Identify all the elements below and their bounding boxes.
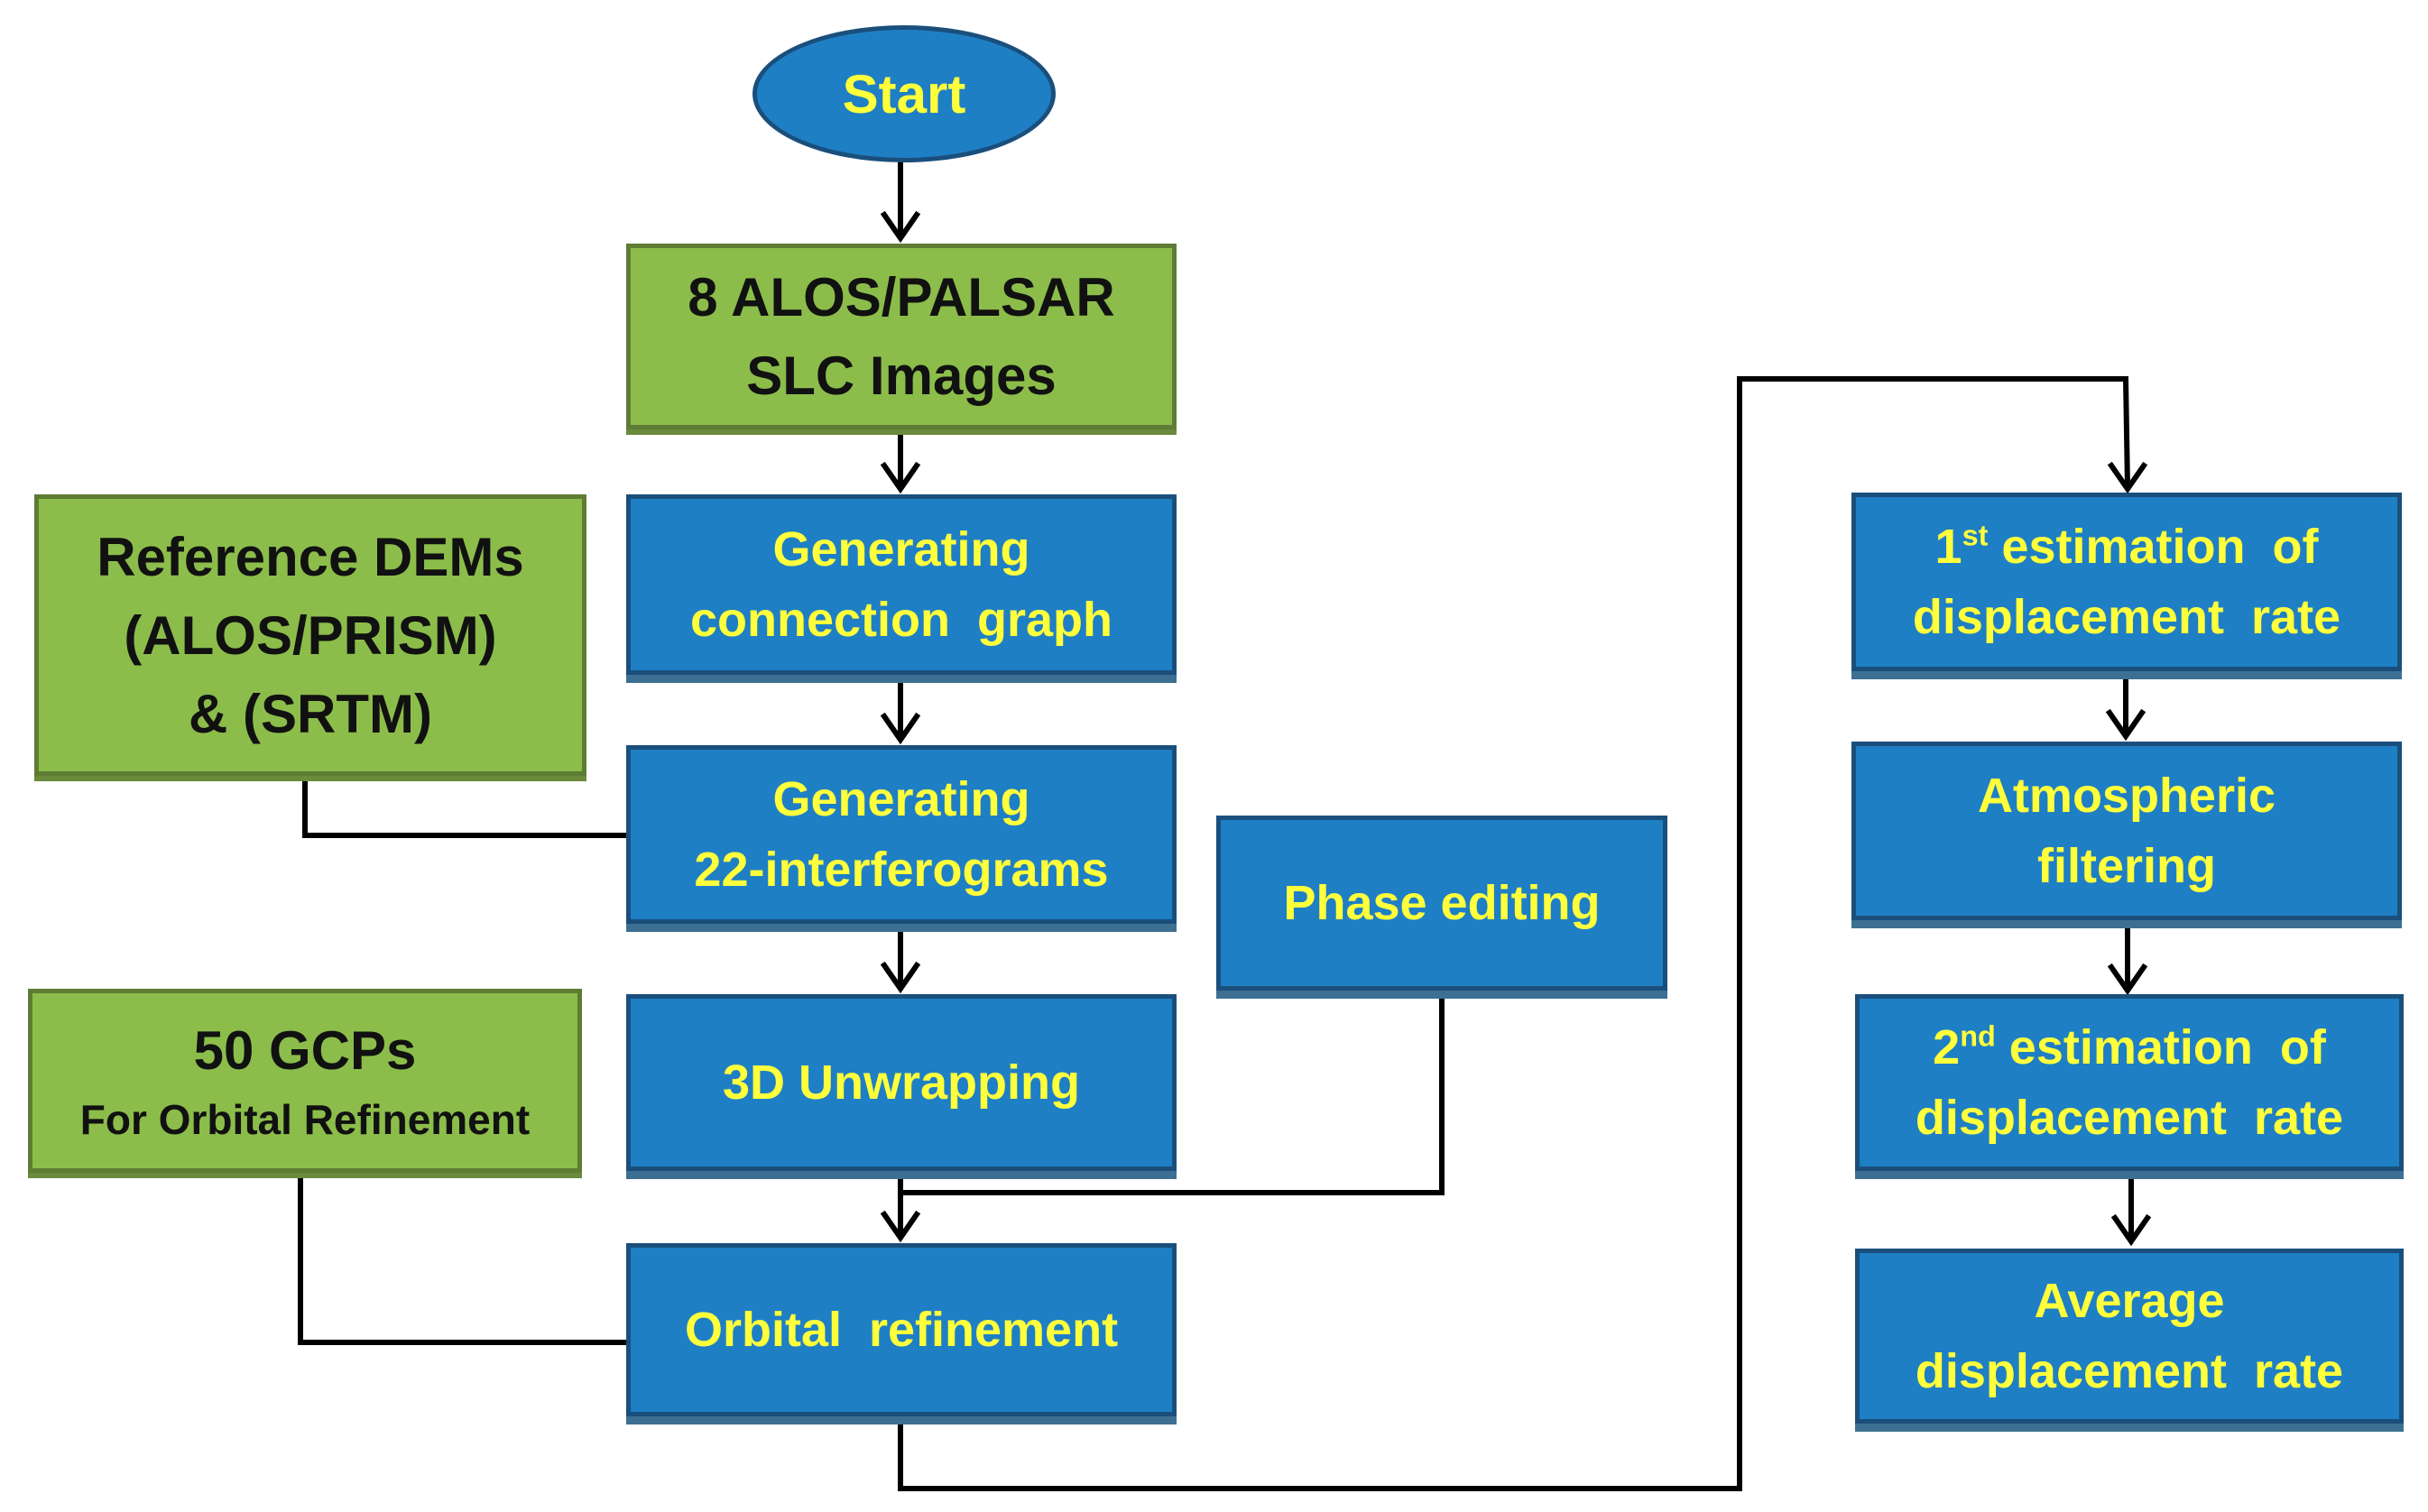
- arrowhead-est2: [2107, 963, 2148, 996]
- unwrapping-label: 3D Unwrapping: [722, 1055, 1080, 1110]
- arrowhead-estimation: [2107, 461, 2148, 494]
- first-estimation-line2: displacement rate: [1912, 590, 2341, 644]
- connection-graph-line1: Generating: [772, 521, 1030, 576]
- interferograms-line2: 22-interferograms: [694, 843, 1109, 897]
- arrowhead-orbital: [880, 1210, 921, 1243]
- arrowhead-slc: [880, 210, 921, 244]
- second-estimation-line1: 2nd estimation of: [1933, 1012, 2326, 1083]
- second-estimation-box: 2nd estimation of displacement rate: [1855, 994, 2404, 1171]
- start-node: Start: [752, 25, 1056, 162]
- second-estimation-rest: estimation of: [1995, 1019, 2326, 1074]
- gcp-line1: 50 GCPs: [193, 1020, 417, 1082]
- second-estimation-num: 2: [1933, 1019, 1961, 1074]
- interferograms-box: Generating 22-interferograms: [626, 745, 1177, 924]
- dem-connector: [302, 773, 631, 838]
- average-rate-box: Average displacement rate: [1855, 1249, 2404, 1424]
- slc-line1: 8 ALOS/PALSAR: [688, 267, 1115, 327]
- gcp-connector: [298, 1170, 631, 1345]
- gcps-box: 50 GCPs For Orbital Refinement: [28, 989, 582, 1173]
- first-estimation-sup: st: [1962, 519, 1989, 552]
- gcp-line2: For Orbital Refinement: [79, 1096, 531, 1144]
- orbital-refinement-box: Orbital refinement: [626, 1243, 1177, 1416]
- reference-dems-box: Reference DEMs (ALOS/PRISM) & (SRTM): [34, 494, 586, 776]
- first-estimation-box: 1st estimation of displacement rate: [1851, 493, 2402, 671]
- slc-images-box: 8 ALOS/PALSAR SLC Images: [626, 244, 1177, 429]
- dem-line1: Reference DEMs: [97, 526, 524, 587]
- dem-line3: & (SRTM): [189, 683, 432, 744]
- arrowhead-avg: [2110, 1213, 2152, 1247]
- second-estimation-line2: displacement rate: [1915, 1091, 2344, 1145]
- phase-editing-connector: [898, 988, 1445, 1195]
- dem-line2: (ALOS/PRISM): [124, 604, 497, 666]
- slc-line2: SLC Images: [746, 346, 1057, 406]
- start-label: Start: [842, 63, 966, 124]
- arrowhead-graph: [880, 461, 921, 494]
- unwrapping-box: 3D Unwrapping: [626, 994, 1177, 1171]
- connection-graph-line2: connection graph: [689, 593, 1113, 647]
- first-estimation-rest: estimation of: [1988, 519, 2319, 574]
- second-estimation-sup: nd: [1960, 1019, 1996, 1053]
- orbital-to-estimation-connector: [898, 376, 2131, 1491]
- first-estimation-line1: 1st estimation of: [1935, 512, 2319, 582]
- atmospheric-filtering-box: Atmospheric filtering: [1851, 742, 2402, 920]
- arrowhead-atmo: [2105, 708, 2146, 742]
- interferograms-line1: Generating: [772, 771, 1030, 826]
- first-estimation-num: 1: [1934, 519, 1962, 574]
- connection-graph-box: Generating connection graph: [626, 494, 1177, 675]
- phase-editing-label: Phase editing: [1283, 875, 1601, 930]
- atmospheric-line1: Atmospheric: [1977, 768, 2276, 823]
- arrowhead-ifg: [880, 712, 921, 745]
- phase-editing-box: Phase editing: [1216, 816, 1667, 991]
- average-line2: displacement rate: [1915, 1344, 2344, 1398]
- arrowhead-unwrap: [880, 961, 921, 994]
- orbital-refinement-label: Orbital refinement: [684, 1302, 1119, 1357]
- average-line1: Average: [2034, 1273, 2225, 1328]
- atmospheric-line2: filtering: [2037, 839, 2216, 893]
